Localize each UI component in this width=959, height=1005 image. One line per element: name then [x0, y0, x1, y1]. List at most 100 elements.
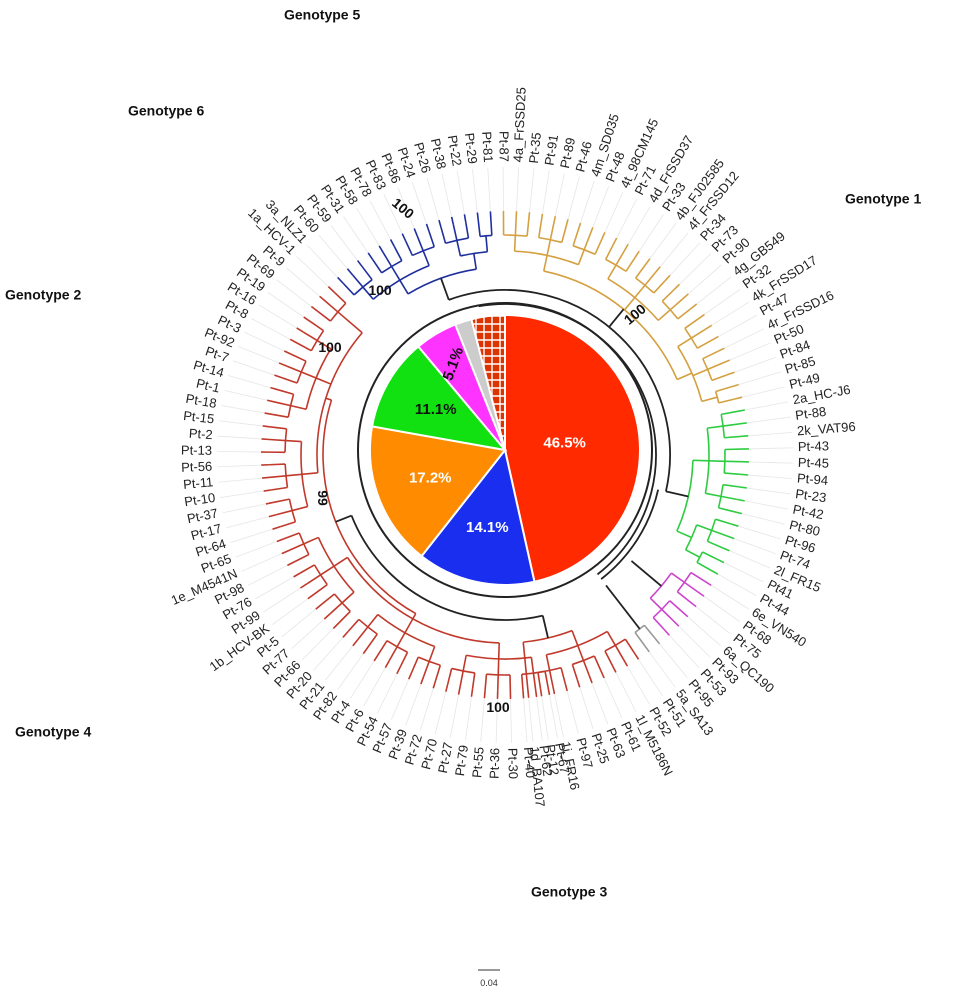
internal-branch	[696, 561, 712, 571]
leaf-branch	[565, 219, 569, 228]
internal-branch	[652, 617, 665, 630]
leaf-branch	[716, 558, 725, 564]
internal-branch	[625, 257, 636, 272]
internal-branch	[285, 473, 302, 477]
leaf-branch	[438, 219, 442, 229]
tip-label: Pt-62	[537, 744, 556, 777]
internal-branch	[702, 551, 718, 560]
tip-label: 1d_BA107	[527, 746, 548, 808]
internal-branch	[341, 591, 355, 604]
leaf-branch	[704, 580, 712, 587]
leaf-branch	[268, 513, 277, 518]
internal-branch	[277, 389, 294, 396]
internal-branch	[701, 396, 718, 403]
internal-branch	[696, 339, 712, 349]
internal-branch	[702, 350, 718, 360]
internal-branch	[325, 397, 332, 401]
node-arc	[480, 234, 492, 238]
node-arc	[503, 234, 528, 237]
leaf-branch	[681, 610, 689, 618]
leaf-branch	[672, 620, 680, 627]
leaf-branch	[289, 338, 298, 344]
leaf-branch	[704, 324, 713, 331]
tip-label: Pt-37	[186, 505, 219, 526]
leaf-branch	[527, 689, 530, 698]
clade-stem	[665, 490, 689, 498]
internal-branch	[690, 571, 705, 582]
node-arc	[652, 600, 671, 619]
internal-branch	[644, 272, 656, 286]
internal-branch	[472, 253, 478, 270]
tip-label: Pt-13	[181, 442, 212, 457]
leaf-branch	[681, 293, 689, 300]
node-arc	[358, 618, 378, 635]
leaf-branch	[663, 628, 671, 636]
pie-slice	[504, 313, 642, 583]
tip-label: Pt-42	[792, 502, 825, 523]
leaf-branch	[710, 569, 719, 575]
internal-branch	[477, 220, 481, 237]
pie-percent-label: 14.1%	[466, 519, 509, 536]
internal-branch	[684, 318, 699, 329]
internal-branch	[604, 650, 613, 666]
leaf-branch	[552, 685, 556, 695]
node-arc	[572, 655, 595, 666]
clade-stem	[605, 584, 641, 630]
leaf-branch	[736, 498, 745, 502]
internal-branch	[281, 377, 298, 384]
internal-branch	[614, 644, 625, 660]
leaf-branch	[600, 670, 605, 679]
clade-stem	[541, 615, 549, 639]
tip-label: Pt-79	[452, 744, 471, 777]
internal-branch	[291, 505, 308, 512]
internal-branch	[412, 613, 417, 620]
internal-branch	[715, 518, 731, 525]
leaf-branch	[323, 613, 331, 620]
genotype-pie-chart	[357, 302, 653, 598]
leaf-branch	[287, 561, 295, 567]
scale-bar: 0.04	[478, 969, 500, 988]
internal-branch	[357, 626, 369, 641]
internal-branch	[396, 632, 406, 648]
internal-branch	[404, 240, 414, 256]
internal-branch	[707, 362, 723, 371]
internal-branch	[399, 651, 409, 667]
internal-branch	[485, 235, 489, 252]
leaf-branch	[270, 386, 279, 391]
pie-slice	[470, 313, 506, 451]
internal-branch	[462, 655, 467, 672]
internal-branch	[532, 673, 537, 690]
internal-branch	[456, 240, 462, 257]
leaf-branch	[483, 690, 486, 699]
leaf-branch	[432, 680, 437, 689]
leaf-branch	[327, 286, 335, 293]
internal-branch	[301, 472, 318, 476]
internal-branch	[593, 655, 602, 671]
bootstrap-value: 100	[486, 699, 510, 715]
node-arc	[720, 414, 726, 438]
internal-branch	[313, 583, 328, 595]
internal-branch	[362, 286, 374, 300]
leaf-branch	[589, 227, 594, 236]
leaf-branch	[463, 214, 467, 223]
tip-label: Pt-91	[542, 133, 562, 166]
clade-stem	[440, 277, 450, 301]
genotype-6-label: Genotype 6	[128, 103, 204, 119]
genotype-5-label: Genotype 5	[284, 7, 360, 23]
clade-stem	[335, 514, 352, 523]
node-arc	[346, 557, 500, 644]
tip-label: Pt-18	[185, 391, 218, 411]
backbone-arc	[448, 289, 671, 492]
leaf-branch	[689, 601, 697, 608]
internal-branch	[661, 608, 674, 622]
node-arc	[723, 449, 726, 474]
leaf-branch	[622, 658, 629, 667]
leaf-branch	[539, 688, 543, 697]
leaf-branch	[726, 535, 735, 540]
tip-label: Pt-94	[796, 470, 828, 487]
internal-branch	[522, 642, 529, 690]
leaf-branch	[276, 537, 285, 543]
internal-branch	[272, 413, 289, 418]
node-arc	[604, 638, 626, 652]
tip-label: Pt-36	[486, 748, 502, 780]
